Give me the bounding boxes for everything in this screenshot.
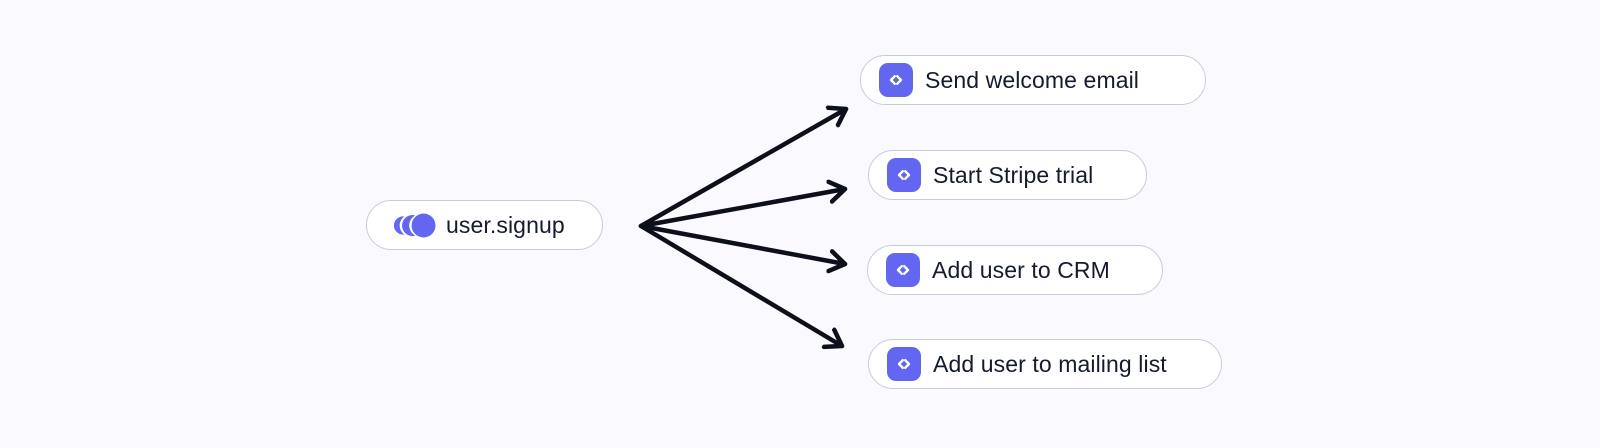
code-icon (879, 63, 913, 97)
function-node-start-stripe-trial: Start Stripe trial (868, 150, 1147, 200)
arrow-to-add-user-to-mailing-list (638, 223, 845, 346)
function-node-label: Send welcome email (925, 66, 1140, 93)
function-node-send-welcome-email: Send welcome email (860, 55, 1206, 105)
code-icon (887, 347, 921, 381)
function-node-add-user-to-crm: Add user to CRM (867, 245, 1163, 295)
event-node: user.signup (366, 200, 603, 250)
arrow-to-add-user-to-crm (638, 223, 848, 264)
event-pulse-icon (392, 211, 436, 240)
event-node-label: user.signup (446, 211, 565, 238)
arrow-to-send-welcome-email (638, 109, 849, 229)
code-icon (887, 158, 921, 192)
code-icon (886, 253, 920, 287)
function-node-add-user-to-mailing-list: Add user to mailing list (868, 339, 1222, 389)
function-node-label: Start Stripe trial (933, 161, 1094, 188)
function-node-label: Add user to CRM (932, 256, 1110, 283)
function-node-label: Add user to mailing list (933, 350, 1167, 377)
arrow-to-start-stripe-trial (638, 189, 848, 229)
